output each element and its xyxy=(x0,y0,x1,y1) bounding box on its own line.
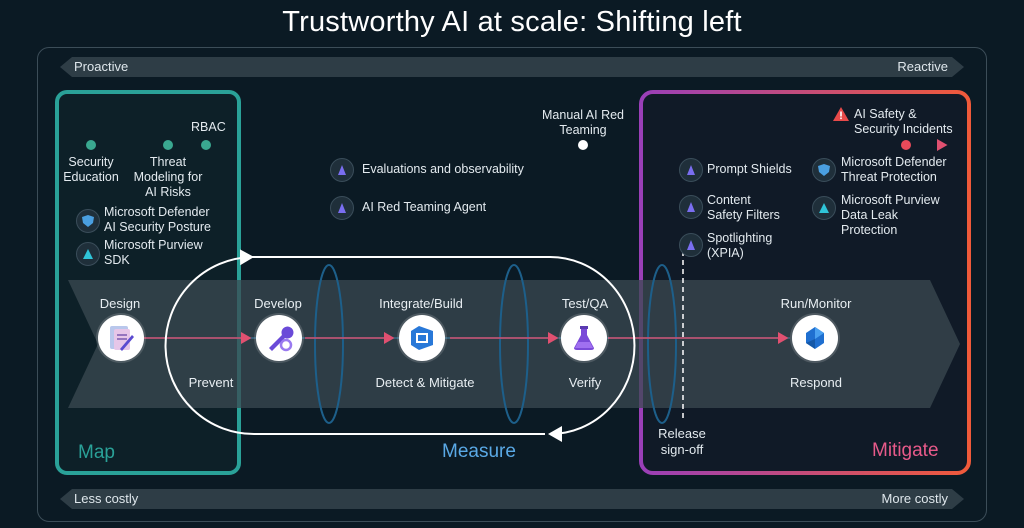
manual-red-teaming-label: Manual AI Red Teaming xyxy=(542,108,624,137)
purview-sdk-label: Microsoft Purview SDK xyxy=(104,238,203,267)
purview-dlp-label: Microsoft Purview Data Leak Protection xyxy=(841,193,940,237)
spotlighting-label: Spotlighting (XPIA) xyxy=(707,231,773,260)
pipelines-icon xyxy=(399,315,445,361)
threat-modeling-label: Threat Modeling for AI Risks xyxy=(133,155,203,199)
red-teaming-agent-label: AI Red Teaming Agent xyxy=(362,200,487,214)
more-costly-label: More costly xyxy=(881,491,948,506)
foundry-icon xyxy=(679,233,703,257)
rbac-label: RBAC xyxy=(191,120,226,134)
foundry-icon xyxy=(330,196,354,220)
respond-label: Respond xyxy=(789,375,843,390)
phase-design-label: Design xyxy=(99,296,141,311)
proactive-label: Proactive xyxy=(74,59,129,74)
defender-shield-icon xyxy=(812,158,836,182)
purview-icon xyxy=(812,196,836,220)
release-signoff-label: Release sign-off xyxy=(658,426,706,457)
security-education-label: Security Education xyxy=(63,155,119,184)
design-document-icon xyxy=(98,315,144,361)
defender-shield-icon xyxy=(76,209,100,233)
map-section-title: Map xyxy=(78,442,115,463)
phase-develop-label: Develop xyxy=(254,296,302,311)
phase-integrate-label: Integrate/Build xyxy=(379,296,463,311)
purview-icon xyxy=(76,242,100,266)
cost-bar: Less costly More costly xyxy=(60,489,964,509)
mitigate-section-title: Mitigate xyxy=(872,440,939,461)
detect-mitigate-label: Detect & Mitigate xyxy=(375,375,475,390)
wrench-gear-icon xyxy=(256,315,302,361)
foundry-icon xyxy=(679,195,703,219)
defender-threat-label: Microsoft Defender Threat Protection xyxy=(841,155,947,184)
warning-icon xyxy=(832,106,850,127)
reactive-label: Reactive xyxy=(897,59,948,74)
foundry-icon xyxy=(679,158,703,182)
foundry-icon xyxy=(330,158,354,182)
prompt-shields-label: Prompt Shields xyxy=(707,162,792,176)
flow-arrow xyxy=(68,280,960,408)
defender-ai-posture-label: Microsoft Defender AI Security Posture xyxy=(104,205,211,234)
verify-label: Verify xyxy=(568,375,602,390)
incidents-label: AI Safety & Security Incidents xyxy=(854,107,953,136)
measure-section-title: Measure xyxy=(442,441,516,462)
evaluations-label: Evaluations and observability xyxy=(362,162,524,176)
proactive-reactive-bar: Proactive Reactive xyxy=(60,57,964,77)
monitor-deploy-icon xyxy=(792,315,838,361)
prevent-label: Prevent xyxy=(188,375,234,390)
diagram-frame xyxy=(37,47,987,522)
content-safety-label: Content Safety Filters xyxy=(707,193,780,222)
phase-runmonitor-label: Run/Monitor xyxy=(780,296,852,311)
less-costly-label: Less costly xyxy=(74,491,139,506)
phase-testqa-label: Test/QA xyxy=(561,296,609,311)
flask-icon xyxy=(561,315,607,361)
page-title: Trustworthy AI at scale: Shifting left xyxy=(282,6,742,38)
